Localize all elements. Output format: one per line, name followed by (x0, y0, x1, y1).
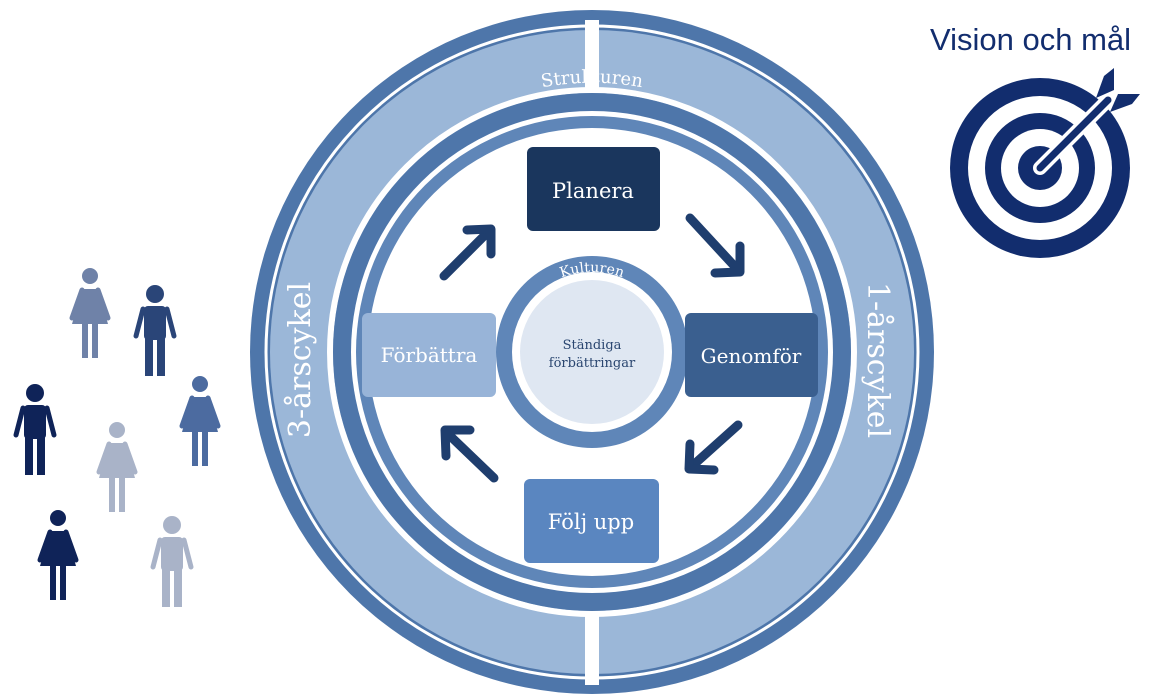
step-do-box (685, 313, 818, 397)
arrow-act-to-plan (439, 224, 496, 281)
arrow-plan-to-do (685, 213, 745, 278)
person-icon (150, 516, 194, 607)
step-do-label: Genomför (701, 344, 802, 368)
center-text-line1: Ständiga (563, 338, 622, 353)
person-icon (133, 285, 177, 376)
step-check-label: Följ upp (548, 510, 634, 534)
arrow-check-to-act (440, 425, 499, 483)
ring-divider-top (585, 20, 599, 90)
person-icon (69, 268, 111, 358)
outer-ring-gap (264, 24, 920, 680)
step-plan-label: Planera (552, 179, 634, 203)
target-icon (950, 68, 1140, 258)
step-plan-box (527, 147, 660, 231)
people-group (13, 268, 221, 607)
person-icon (179, 376, 221, 466)
person-icon (37, 510, 79, 600)
step-act-box (362, 313, 496, 397)
ring-divider-bottom (585, 615, 599, 685)
center-text-line2: förbättringar (549, 356, 636, 371)
inner-ring-label: Kulturen (558, 260, 626, 281)
person-icon (13, 384, 57, 475)
step-check-box (524, 479, 659, 563)
arrow-do-to-check (684, 420, 743, 475)
vision-title: Vision och mål (930, 22, 1132, 57)
step-act-label: Förbättra (381, 343, 478, 367)
person-icon (96, 422, 138, 512)
middle-ring-gap (327, 87, 857, 617)
left-cycle-label: 3-årscykel (283, 282, 318, 438)
right-cycle-label: 1-årscykel (860, 282, 895, 438)
center-circle (520, 280, 664, 424)
